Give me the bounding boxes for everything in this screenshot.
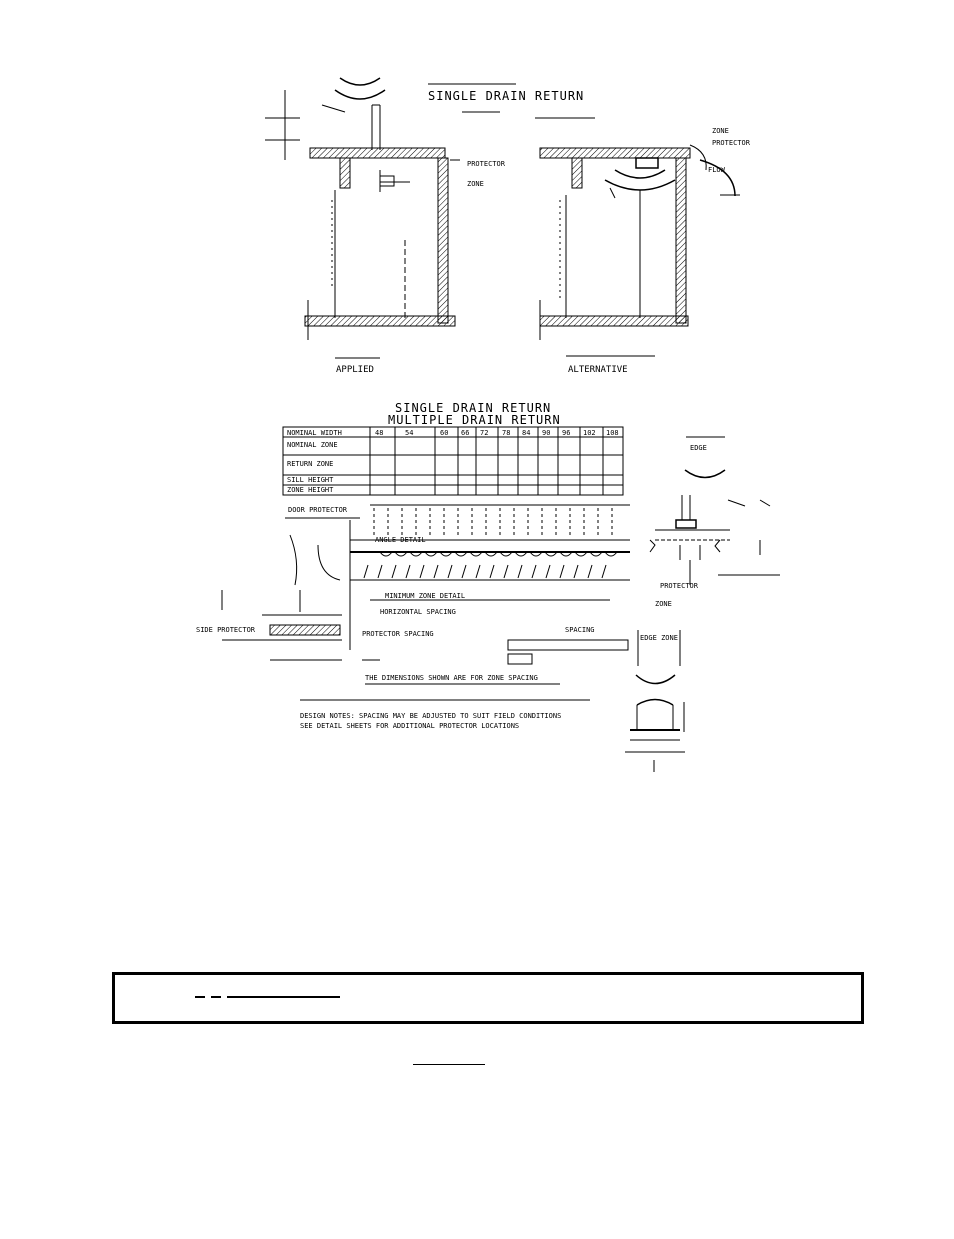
strip-tick <box>475 564 481 579</box>
lower-note-1: MINIMUM ZONE DETAIL <box>385 592 465 600</box>
strip-tick <box>391 564 397 579</box>
right-edge-detail <box>649 436 780 585</box>
strip-tick <box>363 564 369 579</box>
strip-arc <box>499 551 513 557</box>
table-row-label-4: ZONE HEIGHT <box>287 486 334 494</box>
strip-tick <box>559 564 565 579</box>
lower-note-4: SPACING <box>565 626 595 634</box>
strip-arc <box>574 551 588 557</box>
right-section-view <box>535 117 740 357</box>
small-arch-detail <box>625 674 685 772</box>
strip-arc <box>604 551 618 557</box>
strip-tick <box>601 564 607 579</box>
strip-arc <box>409 551 423 557</box>
strip-tick <box>489 564 495 579</box>
strip-tick <box>405 564 411 579</box>
lower-note-3: PROTECTOR SPACING <box>362 630 434 638</box>
table-title-1: SINGLE DRAIN RETURN <box>395 401 551 415</box>
left-side-label: SIDE PROTECTOR <box>196 626 256 634</box>
strip-label: DOOR PROTECTOR <box>288 506 348 514</box>
strip-arc <box>529 551 543 557</box>
strip-tick <box>461 564 467 579</box>
left-view-label: APPLIED <box>336 365 374 375</box>
strip-arc <box>439 551 453 557</box>
strip-tick <box>503 564 509 579</box>
spacing-table <box>282 426 624 496</box>
lower-note-5: EDGE ZONE <box>640 634 678 642</box>
general-note: THE DIMENSIONS SHOWN ARE FOR ZONE SPACIN… <box>365 674 538 682</box>
table-title-2: MULTIPLE DRAIN RETURN <box>388 413 561 427</box>
left-side-detail <box>221 534 342 661</box>
strip-tick <box>545 564 551 579</box>
right-view-label: ALTERNATIVE <box>568 365 628 375</box>
footnote-line-1: DESIGN NOTES: SPACING MAY BE ADJUSTED TO… <box>300 712 561 720</box>
table-col-1: 48 <box>375 429 383 437</box>
table-row-label-1: NOMINAL ZONE <box>287 441 338 449</box>
strip-arc <box>544 551 558 557</box>
strip-arcs <box>379 551 618 557</box>
strip-tick <box>573 564 579 579</box>
strip-arc <box>559 551 573 557</box>
table-col-9: 96 <box>562 429 570 437</box>
right-callout-small: FLOW <box>708 166 726 174</box>
strip-tick <box>517 564 523 579</box>
right-detail-callout: PROTECTOR <box>660 582 699 590</box>
strip-arc <box>394 551 408 557</box>
strip-tick <box>531 564 537 579</box>
table-col-10: 102 <box>583 429 596 437</box>
strip-tick <box>433 564 439 579</box>
table-col-2: 54 <box>405 429 413 437</box>
table-row-label-3: SILL HEIGHT <box>287 476 334 484</box>
caption-rule <box>195 996 340 998</box>
table-col-7: 84 <box>522 429 530 437</box>
strip-tick <box>377 564 383 579</box>
table-row-label-2: RETURN ZONE <box>287 460 333 468</box>
table-col-11: 108 <box>606 429 619 437</box>
table-col-4: 66 <box>461 429 469 437</box>
footnote-line-2: SEE DETAIL SHEETS FOR ADDITIONAL PROTECT… <box>300 722 519 730</box>
strip-arc <box>424 551 438 557</box>
strip-arc <box>514 551 528 557</box>
caption-box <box>112 972 864 1024</box>
right-detail-label: EDGE <box>690 444 707 452</box>
strip-tick <box>587 564 593 579</box>
table-header-first: NOMINAL WIDTH <box>287 429 342 437</box>
table-col-3: 60 <box>440 429 448 437</box>
strip-ticks <box>363 508 613 579</box>
right-callout-sub: PROTECTOR <box>712 139 751 147</box>
strip-arc <box>469 551 483 557</box>
page-number-rule <box>413 1064 485 1065</box>
lower-note-2: HORIZONTAL SPACING <box>380 608 456 616</box>
strip-detail <box>285 504 630 650</box>
table-col-5: 72 <box>480 429 488 437</box>
strip-arc <box>484 551 498 557</box>
strip-arc <box>589 551 603 557</box>
strip-tick <box>419 564 425 579</box>
left-callout: PROTECTOR <box>467 160 506 168</box>
right-detail-callout-sub: ZONE <box>655 600 672 608</box>
strip-arc <box>379 551 393 557</box>
top-title: SINGLE DRAIN RETURN <box>428 89 584 103</box>
strip-tick <box>447 564 453 579</box>
table-col-8: 90 <box>542 429 550 437</box>
right-callout: ZONE <box>712 127 729 135</box>
strip-arc <box>454 551 468 557</box>
left-section-view <box>265 77 500 359</box>
left-callout-sub: ZONE <box>467 180 484 188</box>
table-col-6: 78 <box>502 429 510 437</box>
